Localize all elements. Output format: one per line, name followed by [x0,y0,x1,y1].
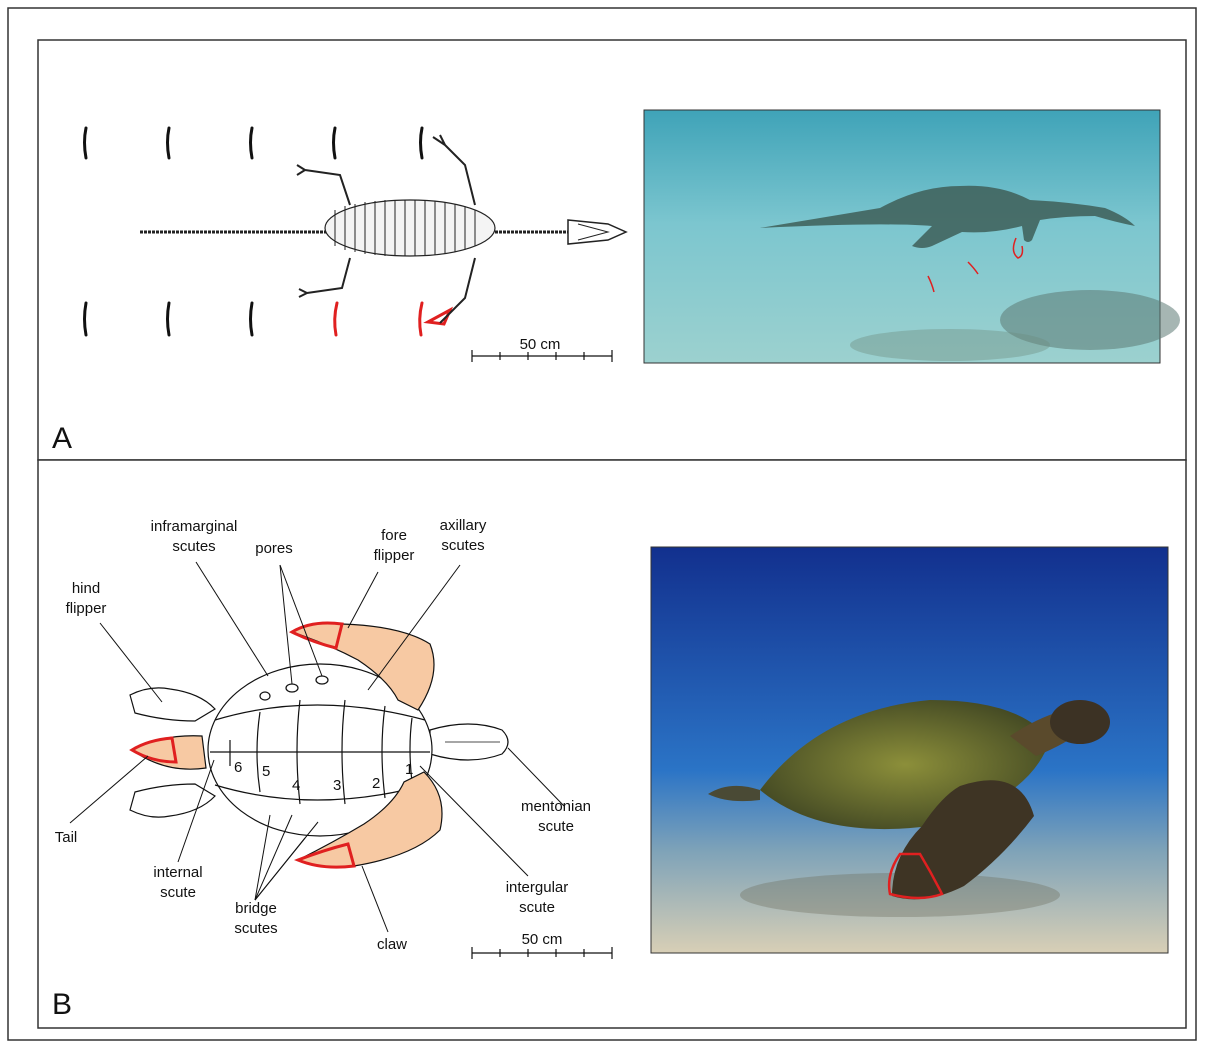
turtle-head [1050,700,1110,744]
label-bridge-2: scutes [234,920,277,937]
scute-number-2: 2 [372,775,380,792]
label-mentonian-2: scute [538,818,574,835]
label-pores: pores [255,540,293,557]
panel-a: 50 cm A [38,40,1186,460]
label-claw: claw [377,936,407,953]
label-fore-flipper-1: fore [381,527,407,544]
label-inframarginal-2: scutes [172,538,215,555]
scale-bar-a-label: 50 cm [520,336,561,353]
label-hind-flipper-2: flipper [66,600,107,617]
label-bridge-1: bridge [235,900,277,917]
scute-number-5: 5 [262,763,270,780]
scute-number-6: 6 [234,759,242,776]
label-inframarginal-1: inframarginal [151,518,238,535]
label-internal-2: scute [160,884,196,901]
label-hind-flipper-1: hind [72,580,100,597]
label-mentonian-1: mentonian [521,798,591,815]
panel-a-letter: A [52,422,72,455]
scute-number-4: 4 [292,777,300,794]
label-axillary-2: scutes [441,537,484,554]
scute-number-1: 1 [405,761,413,778]
label-intergular-2: scute [519,899,555,916]
label-axillary-1: axillary [440,517,487,534]
underwater-reconstruction-image [644,110,1180,363]
ribcage [325,200,495,256]
label-internal-1: internal [153,864,202,881]
label-intergular-1: intergular [506,879,569,896]
panel-b: 1 2 3 4 5 6 inframarginal scutes pores [38,460,1186,1028]
scale-bar-b-label: 50 cm [522,931,563,948]
label-tail: Tail [55,829,78,846]
panel-b-letter: B [52,988,72,1021]
label-fore-flipper-2: flipper [374,547,415,564]
scute-number-3: 3 [333,777,341,794]
sea-turtle-photo [651,547,1168,953]
